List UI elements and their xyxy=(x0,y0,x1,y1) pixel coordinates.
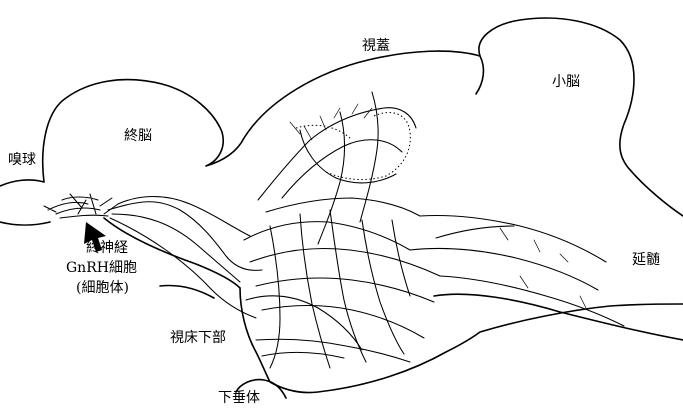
dotted-region xyxy=(295,112,411,180)
central-fiber-4 xyxy=(261,304,425,339)
tract-3 xyxy=(117,196,251,237)
pituitary-outline xyxy=(235,378,287,399)
medulla-fiber-5 xyxy=(499,227,587,309)
central-fiber-3 xyxy=(255,277,435,303)
central-fiber-10 xyxy=(255,338,411,363)
tectum-fiber-3 xyxy=(265,197,421,217)
tectum-fiber-2 xyxy=(281,139,403,199)
tectum-cerebellum-notch xyxy=(475,55,485,95)
central-fiber-8 xyxy=(361,219,405,355)
central-fiber-6 xyxy=(299,213,331,369)
central-fiber-7 xyxy=(329,209,367,363)
central-fiber-9 xyxy=(391,219,411,297)
label-telencephalon: 終脳 xyxy=(124,128,152,144)
label-terminal-nerve: 終神経 xyxy=(86,240,128,256)
central-fiber-12 xyxy=(245,295,363,351)
label-cerebellum: 小脳 xyxy=(552,74,580,90)
central-fiber-2 xyxy=(249,247,441,277)
dorsal-contour xyxy=(0,17,683,217)
medulla-ventral-line xyxy=(433,293,683,341)
central-fiber-1 xyxy=(243,221,411,251)
central-fiber-11 xyxy=(261,351,345,359)
tectum-fiber-6 xyxy=(359,91,379,223)
labels: 嗅球 終脳 視蓋 小脳 延髄 終神経 GnRH細胞 (細胞体) 視床下部 下垂体 xyxy=(8,38,660,406)
ventral-telencephalon xyxy=(103,217,241,289)
medulla-fiber-4 xyxy=(435,225,515,239)
label-optic-tectum: 視蓋 xyxy=(362,38,390,54)
brain-outline xyxy=(0,17,683,399)
gnrh-fibers xyxy=(43,91,625,369)
tectum-fiber-5 xyxy=(317,111,345,245)
label-cell-body: (細胞体) xyxy=(76,280,129,296)
bulb-lower-edge xyxy=(0,221,51,226)
lateral-line xyxy=(159,284,215,299)
label-gnrh-cell: GnRH細胞 xyxy=(66,260,137,276)
tract-4 xyxy=(109,217,257,319)
medulla-fiber-2 xyxy=(419,214,607,263)
cell-arrow-icon xyxy=(84,222,106,252)
tectum-fiber-4 xyxy=(299,129,397,184)
label-pituitary: 下垂体 xyxy=(218,390,260,406)
medulla-fiber-3 xyxy=(439,275,625,327)
main-tract xyxy=(107,201,263,271)
central-fiber-5 xyxy=(269,225,281,369)
tectum-fiber-7 xyxy=(289,103,373,141)
label-hypothalamus: 視床下部 xyxy=(170,330,226,346)
tract-2 xyxy=(111,213,241,283)
tectum-fiber-1 xyxy=(257,107,417,201)
ventral-contour xyxy=(239,287,683,394)
cell-cluster xyxy=(43,193,119,219)
label-olfactory-bulb: 嗅球 xyxy=(8,152,36,168)
medulla-fiber-1 xyxy=(409,247,599,291)
label-medulla: 延髄 xyxy=(632,252,660,268)
